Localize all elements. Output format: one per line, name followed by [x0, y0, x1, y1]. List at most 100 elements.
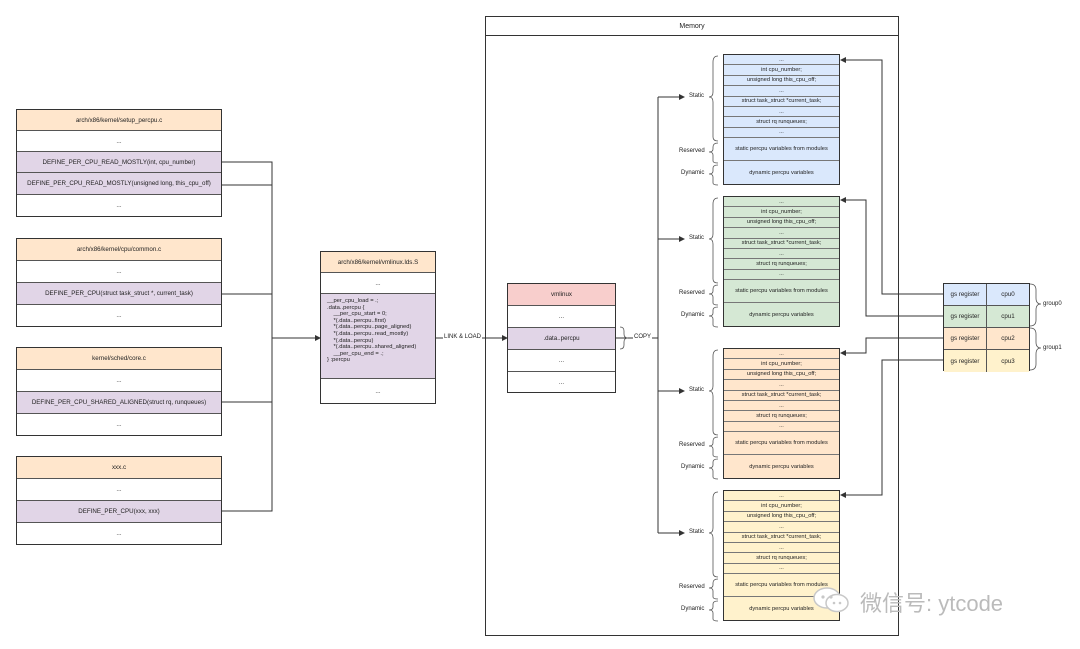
static-var-row: struct task_struct *current_task; [724, 97, 839, 107]
dynamic-region-label: Dynamic [681, 312, 705, 318]
static-region-label: Static [689, 93, 705, 99]
source-row: ... [17, 261, 221, 283]
percpu-area-cpu1: ...int cpu_number;unsigned long this_cpu… [723, 196, 840, 327]
cpu-cell: cpu3 [986, 350, 1029, 372]
vmlinux-header: vmlinux [508, 284, 615, 306]
static-var-row: int cpu_number; [724, 207, 839, 218]
static-var-row: ... [724, 380, 839, 391]
gs-register-cell: gs register [950, 357, 980, 365]
source-row: DEFINE_PER_CPU_READ_MOSTLY(int, cpu_numb… [17, 152, 221, 173]
percpu-area-cpu3: ...int cpu_number;unsigned long this_cpu… [723, 490, 840, 621]
gs-register-cell: gs register [950, 313, 980, 320]
wechat-icon [811, 586, 851, 614]
source-header: arch/x86/kernel/setup_percpu.c [17, 110, 221, 131]
percpu-area-cpu0: ...int cpu_number;unsigned long this_cpu… [723, 54, 840, 185]
gs-row-cpu1: gs register cpu1 [944, 306, 1029, 328]
linker-row: ... [375, 387, 381, 395]
source-row: DEFINE_PER_CPU(xxx, xxx) [17, 501, 221, 523]
group0-label: group0 [1043, 301, 1062, 307]
dynamic-region: dynamic percpu variables [749, 605, 814, 612]
reserved-region-label: Reserved [679, 148, 705, 154]
vmlinux-row: ... [508, 350, 615, 372]
static-var-row: unsigned long this_cpu_off; [724, 512, 839, 523]
reserved-region: static percpu variables from modules [724, 138, 839, 162]
source-sched-core: kernel/sched/core.c ... DEFINE_PER_CPU_S… [16, 347, 222, 436]
static-var-row: ... [724, 543, 839, 554]
dynamic-region-label: Dynamic [681, 464, 705, 470]
dynamic-region: dynamic percpu variables [749, 169, 814, 176]
gs-row-cpu0: gs register cpu0 [944, 284, 1029, 306]
reserved-region-label: Reserved [679, 442, 705, 448]
static-region-label: Static [689, 235, 705, 241]
dynamic-region: dynamic percpu variables [749, 311, 814, 318]
static-var-row: struct task_struct *current_task; [724, 391, 839, 401]
static-var-row: ... [724, 55, 839, 66]
static-var-row: ... [724, 491, 839, 502]
source-row: ... [17, 370, 221, 392]
gs-register-cell: gs register [950, 291, 980, 298]
static-var-row: struct rq runqueues; [724, 553, 839, 564]
vmlinux-row: ... [508, 306, 615, 328]
static-var-row: ... [724, 270, 839, 281]
static-var-row: ... [724, 128, 839, 139]
reserved-region: static percpu variables from modules [724, 574, 839, 598]
linker-script-box: arch/x86/kernel/vmlinux.lds.S ... __per_… [320, 251, 436, 404]
static-var-row: struct rq runqueues; [724, 117, 839, 128]
dynamic-region-label: Dynamic [681, 170, 705, 176]
reserved-region-label: Reserved [679, 584, 705, 590]
static-region-label: Static [689, 387, 705, 393]
source-row: ... [116, 312, 122, 319]
reserved-region: static percpu variables from modules [724, 432, 839, 456]
source-header: arch/x86/kernel/cpu/common.c [17, 239, 221, 261]
gs-register-table: gs register cpu0 gs register cpu1 gs reg… [943, 283, 1030, 372]
reserved-region-label: Reserved [679, 290, 705, 296]
gs-register-cell: gs register [950, 335, 980, 342]
copy-label: COPY [633, 334, 653, 340]
static-var-row: struct task_struct *current_task; [724, 239, 839, 249]
static-var-row: int cpu_number; [724, 501, 839, 512]
static-var-row: int cpu_number; [724, 359, 839, 370]
gs-row-cpu2: gs register cpu2 [944, 328, 1029, 350]
static-region-label: Static [689, 529, 705, 535]
static-var-row: ... [724, 86, 839, 97]
percpu-area-cpu2: ...int cpu_number;unsigned long this_cpu… [723, 348, 840, 479]
static-var-row: struct rq runqueues; [724, 411, 839, 422]
static-var-row: struct rq runqueues; [724, 259, 839, 270]
linker-row: ... [321, 273, 435, 294]
reserved-region: static percpu variables from modules [724, 280, 839, 304]
cpu-cell: cpu1 [986, 306, 1029, 327]
memory-title: Memory [486, 17, 898, 36]
source-header: xxx.c [17, 457, 221, 479]
source-xxx: xxx.c ... DEFINE_PER_CPU(xxx, xxx) ... [16, 456, 222, 545]
static-var-row: ... [724, 228, 839, 239]
static-var-row: ... [724, 401, 839, 412]
static-var-row: ... [724, 249, 839, 260]
static-var-row: unsigned long this_cpu_off; [724, 76, 839, 87]
dynamic-region-label: Dynamic [681, 606, 705, 612]
static-var-row: ... [724, 107, 839, 118]
vmlinux-box: vmlinux ... .data..percpu ... ... [507, 283, 616, 393]
static-var-row: ... [724, 522, 839, 533]
gs-row-cpu3: gs register cpu3 [944, 350, 1029, 372]
static-var-row: ... [724, 349, 839, 360]
static-var-row: int cpu_number; [724, 65, 839, 76]
source-row: DEFINE_PER_CPU_READ_MOSTLY(unsigned long… [17, 173, 221, 195]
link-load-label: LINK & LOAD [443, 334, 483, 340]
linker-header: arch/x86/kernel/vmlinux.lds.S [321, 252, 435, 273]
watermark-text: 微信号: ytcode [860, 591, 1004, 616]
vmlinux-row: ... [558, 378, 565, 386]
static-var-row: unsigned long this_cpu_off; [724, 218, 839, 229]
static-var-row: ... [724, 564, 839, 575]
group1-label: group1 [1043, 345, 1062, 351]
source-row: DEFINE_PER_CPU(struct task_struct *, cur… [17, 283, 221, 305]
source-setup-percpu: arch/x86/kernel/setup_percpu.c ... DEFIN… [16, 109, 222, 217]
cpu-cell: cpu0 [986, 284, 1029, 305]
static-var-row: ... [724, 197, 839, 208]
source-row: ... [116, 202, 122, 209]
static-var-row: unsigned long this_cpu_off; [724, 370, 839, 381]
cpu-cell: cpu2 [986, 328, 1029, 349]
source-common: arch/x86/kernel/cpu/common.c ... DEFINE_… [16, 238, 222, 327]
source-row: ... [116, 530, 122, 537]
source-row: ... [17, 131, 221, 152]
source-row: ... [17, 479, 221, 501]
